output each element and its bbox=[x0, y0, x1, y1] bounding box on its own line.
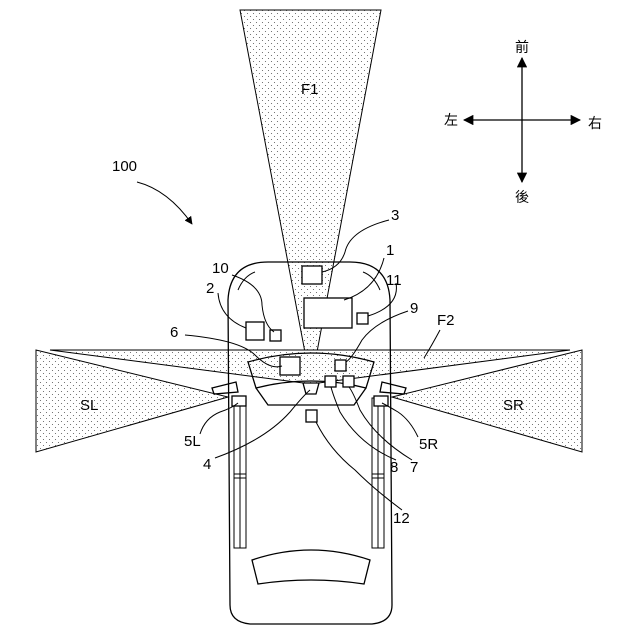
label-9: 9 bbox=[410, 300, 418, 317]
label-6: 6 bbox=[170, 324, 178, 341]
leader-5L bbox=[200, 403, 238, 434]
component-2-box bbox=[246, 322, 264, 340]
leader-100-arrow bbox=[137, 182, 192, 224]
compass-label-right: 右 bbox=[588, 116, 602, 132]
label-8: 8 bbox=[390, 459, 398, 476]
component-1-box bbox=[304, 298, 352, 328]
compass-label-front: 前 bbox=[515, 39, 529, 56]
label-sr: SR bbox=[503, 397, 524, 414]
rear-window-outline bbox=[252, 550, 370, 584]
label-3: 3 bbox=[391, 207, 399, 224]
label-f1: F1 bbox=[301, 81, 319, 98]
compass-label-rear: 後 bbox=[515, 190, 529, 206]
label-5R: 5R bbox=[419, 436, 438, 453]
leader-5R bbox=[382, 403, 418, 437]
component-7-box bbox=[343, 376, 354, 387]
left-side-camera bbox=[232, 396, 246, 406]
label-100: 100 bbox=[112, 158, 137, 175]
label-f2: F2 bbox=[437, 312, 455, 329]
left-side-mirror bbox=[212, 382, 238, 394]
component-4-camera bbox=[303, 383, 319, 394]
label-sl: SL bbox=[80, 397, 98, 414]
label-7: 7 bbox=[410, 459, 418, 476]
leader-2 bbox=[218, 293, 246, 328]
label-10: 10 bbox=[212, 260, 229, 277]
leader-1 bbox=[344, 258, 384, 300]
right-side-mirror bbox=[380, 382, 406, 394]
component-3-box bbox=[302, 266, 322, 284]
component-8-box bbox=[325, 376, 336, 387]
label-11: 11 bbox=[386, 272, 402, 289]
component-6-box bbox=[280, 357, 300, 375]
component-10-box bbox=[270, 330, 281, 341]
component-9-box bbox=[335, 360, 346, 371]
label-4: 4 bbox=[203, 456, 211, 473]
compass-label-left: 左 bbox=[444, 113, 458, 129]
label-12: 12 bbox=[393, 510, 410, 527]
component-11-box bbox=[357, 313, 368, 324]
label-1: 1 bbox=[386, 242, 394, 259]
component-12-box bbox=[306, 410, 317, 422]
label-2: 2 bbox=[206, 280, 214, 297]
label-5L: 5L bbox=[184, 433, 201, 450]
